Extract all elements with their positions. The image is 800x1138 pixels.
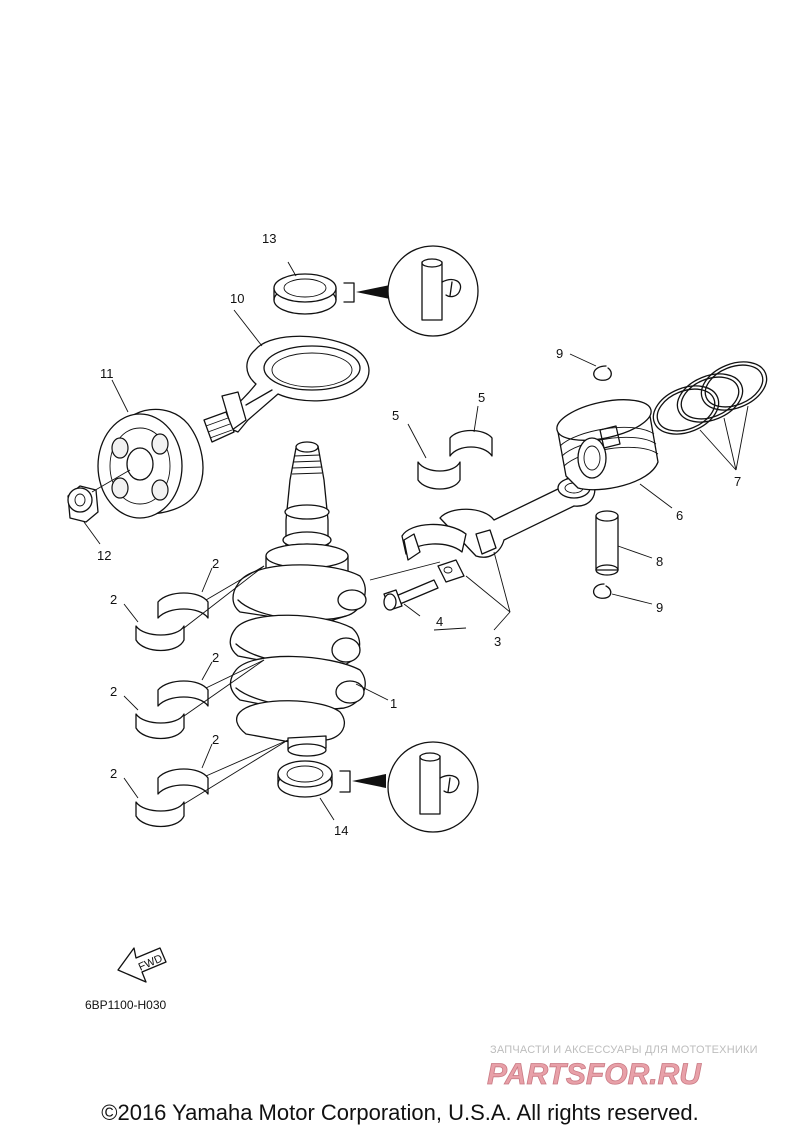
callout-5a: 5 <box>392 408 399 423</box>
part-7-piston-rings <box>652 361 768 471</box>
callout-2d: 2 <box>110 684 117 699</box>
watermark-caption: ЗАПЧАСТИ И АКСЕССУАРЫ ДЛЯ МОТОТЕХНИКИ <box>490 1044 758 1056</box>
callout-9b: 9 <box>656 600 663 615</box>
callout-8: 8 <box>656 554 663 569</box>
part-5-rod-bearings <box>407 405 493 490</box>
callout-4: 4 <box>436 614 443 629</box>
part-8-piston-pin <box>595 510 653 576</box>
part-4-bolt <box>383 579 467 631</box>
callout-2f: 2 <box>110 766 117 781</box>
callout-10: 10 <box>230 291 244 306</box>
callout-3: 3 <box>494 634 501 649</box>
watermark-logo-text: PARTSFOR.RU <box>487 1058 702 1090</box>
callout-7: 7 <box>734 474 741 489</box>
watermark-logo: PARTSFOR.RU <box>487 1058 703 1090</box>
callout-2c: 2 <box>212 650 219 665</box>
callout-14: 14 <box>334 823 348 838</box>
part-11-flywheel <box>97 379 204 519</box>
callout-2a: 2 <box>212 556 219 571</box>
callout-5b: 5 <box>478 390 485 405</box>
callout-11: 11 <box>100 366 114 381</box>
part-9-circlips <box>569 353 653 605</box>
callout-1: 1 <box>390 696 397 711</box>
part-14-oil-seal <box>277 760 335 821</box>
copyright-notice: ©2016 Yamaha Motor Corporation, U.S.A. A… <box>101 1100 699 1125</box>
seal-orientation-detail-bottom <box>339 741 479 833</box>
part-10-connecting-rod <box>203 309 370 443</box>
callout-6: 6 <box>676 508 683 523</box>
part-1-crankshaft <box>229 441 389 757</box>
callout-13: 13 <box>262 231 276 246</box>
callout-9a: 9 <box>556 346 563 361</box>
diagram-code: 6BP1100-H030 <box>85 998 167 1012</box>
callout-2e: 2 <box>212 732 219 747</box>
part-6-piston <box>556 399 673 509</box>
part-12-nut <box>67 469 131 545</box>
part-3-connecting-rod <box>369 473 596 631</box>
part-13-oil-seal <box>273 261 337 315</box>
callout-2b: 2 <box>110 592 117 607</box>
callout-12: 12 <box>97 548 111 563</box>
part-2-main-bearings <box>123 565 289 828</box>
fwd-arrow: FWD <box>117 947 167 983</box>
seal-orientation-detail-top <box>343 245 479 337</box>
